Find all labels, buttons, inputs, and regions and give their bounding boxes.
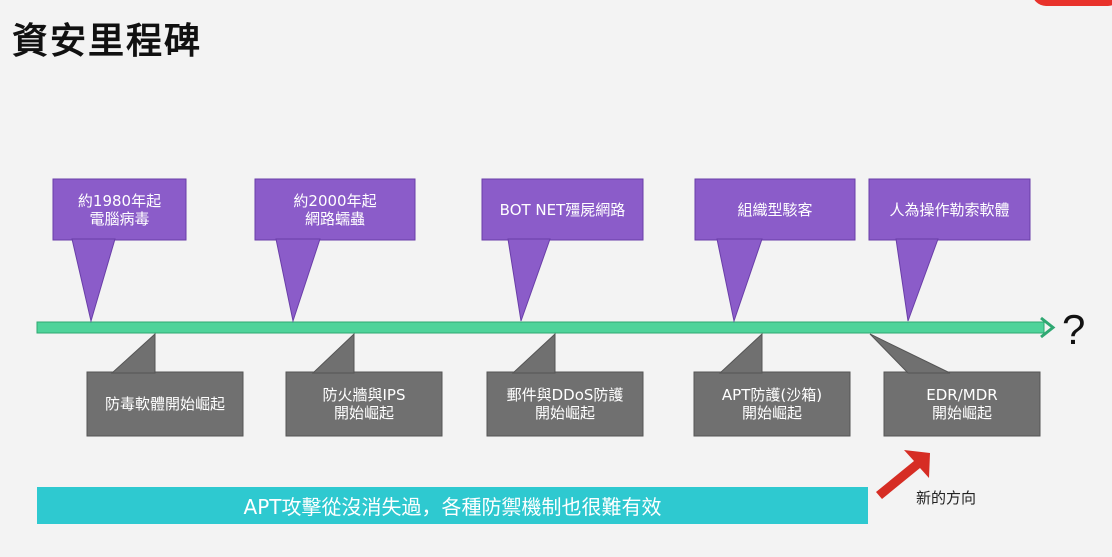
defense-callout-3	[486, 332, 644, 437]
threat-label-4: 組織型駭客	[737, 200, 813, 219]
threat-label-1: 約1980年起 電腦病毒	[77, 191, 162, 228]
corner-accent	[1032, 0, 1112, 6]
direction-arrow	[876, 450, 930, 499]
defense-label-4: APT防護(沙箱) 開始崛起	[721, 386, 823, 422]
threat-label-2: 約2000年起 網路蠕蟲	[293, 191, 377, 228]
defense-callout-2	[285, 332, 443, 437]
summary-banner: APT攻擊從沒消失過，各種防禦機制也很難有效	[37, 487, 868, 524]
threat-callout-2	[254, 178, 416, 323]
threat-callout-5	[868, 178, 1031, 322]
threat-label-5: 人為操作勒索軟體	[889, 200, 1010, 219]
defense-callout-5	[869, 333, 1041, 437]
threat-callout-1	[52, 178, 187, 323]
defense-callout-4	[693, 332, 851, 437]
slide-title: 資安里程碑	[12, 21, 203, 62]
threat-callout-4	[694, 178, 856, 323]
defense-label-1: 防毒軟體開始崛起	[104, 395, 225, 413]
defense-label-2: 防火牆與IPS 開始崛起	[322, 386, 406, 422]
timeline-end-question-mark: ?	[1062, 306, 1086, 353]
threat-callout-3	[481, 178, 644, 322]
timeline-arrow	[36, 316, 1056, 339]
threat-label-3: BOT NET殭屍網路	[499, 200, 626, 219]
new-direction-label: 新的方向	[916, 489, 977, 507]
defense-callout-1	[86, 332, 244, 437]
defense-label-5: EDR/MDR 開始崛起	[926, 386, 998, 422]
defense-label-3: 郵件與DDoS防護 開始崛起	[506, 386, 624, 422]
